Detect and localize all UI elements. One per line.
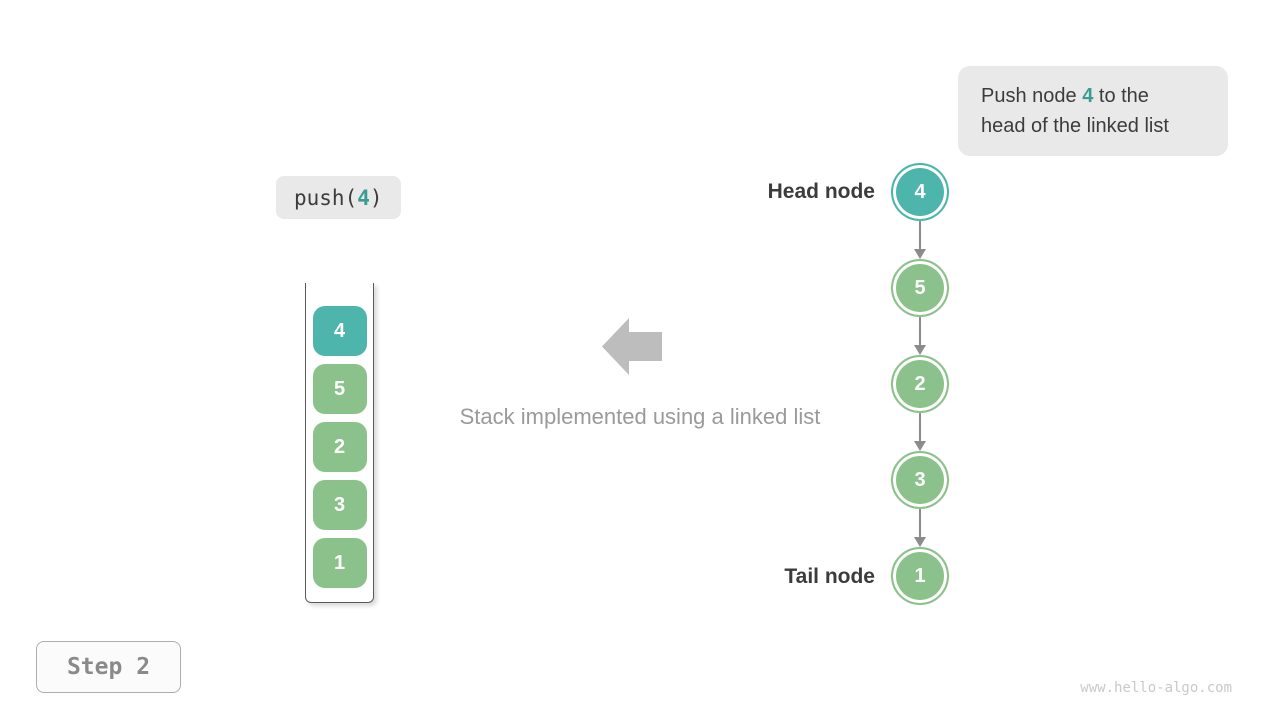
linked-list-node: 4 [891, 163, 949, 221]
stack-item: 2 [312, 422, 367, 472]
step-badge: Step 2 [36, 641, 181, 693]
arrow-head [914, 345, 926, 355]
stack-item: 1 [312, 538, 367, 588]
callout-bubble: Push node 4 to the head of the linked li… [958, 66, 1228, 156]
linked-list-node-wrap: 5 [891, 259, 949, 355]
arrow-head [914, 441, 926, 451]
arrow-head [914, 537, 926, 547]
arrow-down-icon [914, 317, 926, 355]
arrow-head [914, 249, 926, 259]
code-arg: 4 [357, 185, 370, 210]
callout-text-suffix: to the head of the linked list [981, 85, 1169, 137]
arrow-line [918, 317, 922, 345]
code-fn: push( [294, 185, 358, 210]
tail-node-label: Tail node [784, 565, 875, 588]
code-close: ) [369, 185, 383, 210]
left-block-arrow-icon [602, 318, 662, 375]
linked-list-node: 2 [891, 355, 949, 413]
callout-highlight-value: 4 [1082, 85, 1094, 107]
arrow-down-icon [914, 413, 926, 451]
stack-container: 4 5 2 3 1 [305, 283, 374, 603]
arrow-down-icon [914, 509, 926, 547]
watermark-url: www.hello-algo.com [1080, 680, 1232, 696]
linked-list-node: 1 [891, 547, 949, 605]
stack-item: 3 [312, 480, 367, 530]
linked-list-node: 3 [891, 451, 949, 509]
stack-item: 5 [312, 364, 367, 414]
linked-list-node: 5 [891, 259, 949, 317]
head-node-label: Head node [767, 180, 875, 203]
linked-list-node-wrap: 2 [891, 355, 949, 451]
stack-item: 4 [312, 306, 367, 356]
arrow-line [918, 509, 922, 537]
callout-text-prefix: Push node [981, 85, 1083, 107]
push-code-label: push(4) [276, 176, 401, 219]
caption-text: Stack implemented using a linked list [459, 404, 821, 429]
linked-list-node-wrap: 3 [891, 451, 949, 547]
arrow-line [918, 413, 922, 441]
linked-list-node-wrap: 1 [891, 547, 949, 605]
arrow-line [918, 221, 922, 249]
arrow-down-icon [914, 221, 926, 259]
linked-list-node-wrap: 4 [891, 163, 949, 259]
linked-list: 4 5 2 3 1 [891, 163, 949, 605]
